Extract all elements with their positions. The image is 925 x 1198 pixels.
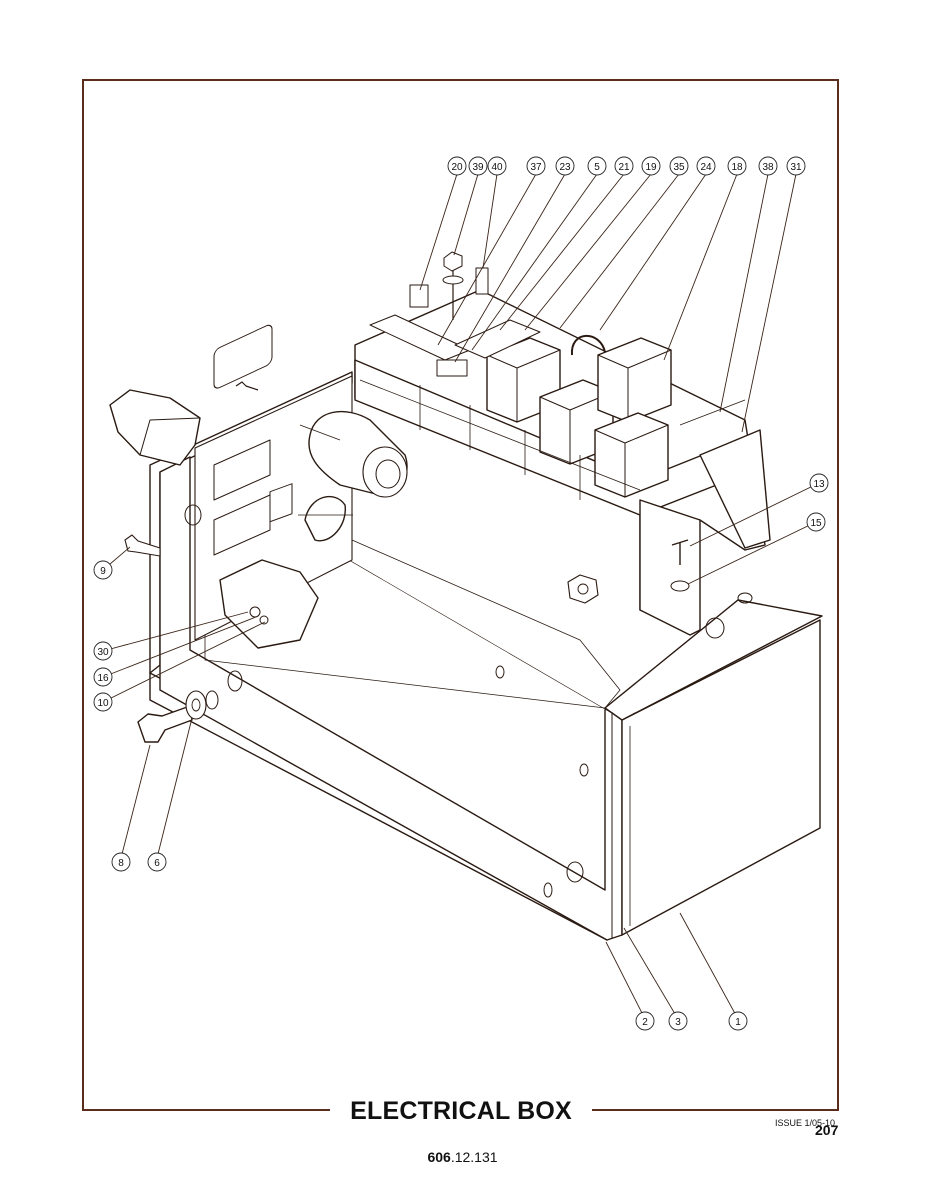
callout-30: 30 xyxy=(93,641,113,661)
svg-text:24: 24 xyxy=(700,162,712,173)
callout-18: 18 xyxy=(727,156,747,176)
flange-hole-1 xyxy=(227,670,243,692)
fuse-small xyxy=(409,284,429,308)
callout-39: 39 xyxy=(468,156,488,176)
floor-hole xyxy=(495,665,505,679)
connector-screw-b xyxy=(259,615,269,625)
svg-text:3: 3 xyxy=(675,1017,681,1028)
flange-hole-3 xyxy=(543,882,553,898)
leader-lines xyxy=(102,173,820,1020)
svg-text:1: 1 xyxy=(735,1017,741,1028)
flange-hole-2 xyxy=(566,861,584,883)
svg-text:13: 13 xyxy=(813,479,825,490)
mount-hole-left xyxy=(205,690,219,710)
callout-5: 5 xyxy=(587,156,607,176)
terminal-post xyxy=(475,267,489,295)
svg-text:15: 15 xyxy=(810,518,822,529)
part-number: 606.12.131 xyxy=(0,1149,925,1165)
svg-text:35: 35 xyxy=(673,162,685,173)
title-block: ELECTRICAL BOX xyxy=(330,1096,592,1126)
terminal-washer xyxy=(442,275,464,285)
callout-40: 40 xyxy=(487,156,507,176)
svg-text:37: 37 xyxy=(530,162,542,173)
callout-2: 2 xyxy=(635,1011,655,1031)
relay-block-leg xyxy=(639,499,701,636)
callout-6: 6 xyxy=(147,852,167,872)
svg-text:38: 38 xyxy=(762,162,774,173)
callout-1: 1 xyxy=(728,1011,748,1031)
svg-text:30: 30 xyxy=(97,647,109,658)
callout-19: 19 xyxy=(641,156,661,176)
svg-text:5: 5 xyxy=(594,162,600,173)
callout-35: 35 xyxy=(669,156,689,176)
svg-text:23: 23 xyxy=(559,162,571,173)
fuse-holder xyxy=(436,359,468,377)
fuse-strip xyxy=(454,319,541,359)
issue-label: ISSUE 1/05-10 xyxy=(775,1118,836,1128)
floor-hole-2 xyxy=(579,763,589,777)
svg-text:31: 31 xyxy=(790,162,802,173)
relay-3 xyxy=(597,337,672,423)
callout-20: 20 xyxy=(447,156,467,176)
svg-text:40: 40 xyxy=(491,162,503,173)
svg-text:6: 6 xyxy=(154,858,160,869)
callout-21: 21 xyxy=(614,156,634,176)
callout-23: 23 xyxy=(555,156,575,176)
screw-top-left xyxy=(235,381,259,391)
callout-3: 3 xyxy=(668,1011,688,1031)
screw-13 xyxy=(671,539,689,565)
svg-text:9: 9 xyxy=(100,566,106,577)
flange-hole-4 xyxy=(184,504,202,526)
svg-text:20: 20 xyxy=(451,162,463,173)
svg-text:2: 2 xyxy=(642,1017,648,1028)
callout-15: 15 xyxy=(806,512,826,532)
block-hole xyxy=(705,617,725,639)
terminal-nut xyxy=(443,251,463,272)
washer-15 xyxy=(670,580,690,592)
callout-16: 16 xyxy=(93,667,113,687)
page-number: 207 xyxy=(815,1122,839,1138)
callout-24: 24 xyxy=(696,156,716,176)
callout-bubbles: 20 39 40 37 23 5 21 19 35 24 18 38 31 13… xyxy=(93,156,829,1031)
page-title: ELECTRICAL BOX xyxy=(350,1097,572,1125)
callout-37: 37 xyxy=(526,156,546,176)
callout-13: 13 xyxy=(809,473,829,493)
corner-hole xyxy=(737,592,753,604)
callout-10: 10 xyxy=(93,692,113,712)
washer-6 xyxy=(185,690,207,720)
cover-top-edge xyxy=(604,599,823,721)
relay-block-leg-right xyxy=(699,429,771,549)
wall-cutout-2 xyxy=(213,494,271,556)
callout-9: 9 xyxy=(93,560,113,580)
hex-nut-floor xyxy=(567,574,599,604)
svg-text:8: 8 xyxy=(118,858,124,869)
svg-text:39: 39 xyxy=(472,162,484,173)
svg-text:18: 18 xyxy=(731,162,743,173)
callout-31: 31 xyxy=(786,156,806,176)
cover-front-face xyxy=(621,619,821,936)
relay-4 xyxy=(594,412,669,498)
wire-loop xyxy=(570,334,606,356)
svg-text:16: 16 xyxy=(97,673,109,684)
rubber-grommet xyxy=(304,495,346,542)
svg-text:19: 19 xyxy=(645,162,657,173)
part-number-suffix: .12.131 xyxy=(450,1149,498,1165)
side-connector xyxy=(219,559,319,649)
part-number-prefix: 606 xyxy=(427,1149,451,1165)
external-connector xyxy=(109,389,201,466)
bolt-9 xyxy=(124,534,161,557)
svg-text:21: 21 xyxy=(618,162,630,173)
wall-cutout-1 xyxy=(213,324,273,389)
callout-38: 38 xyxy=(758,156,778,176)
wall-cutout-1b xyxy=(213,439,271,501)
bolt-8 xyxy=(137,705,193,743)
connector-mount-line xyxy=(299,424,341,441)
callout-8: 8 xyxy=(111,852,131,872)
svg-text:10: 10 xyxy=(97,698,109,709)
